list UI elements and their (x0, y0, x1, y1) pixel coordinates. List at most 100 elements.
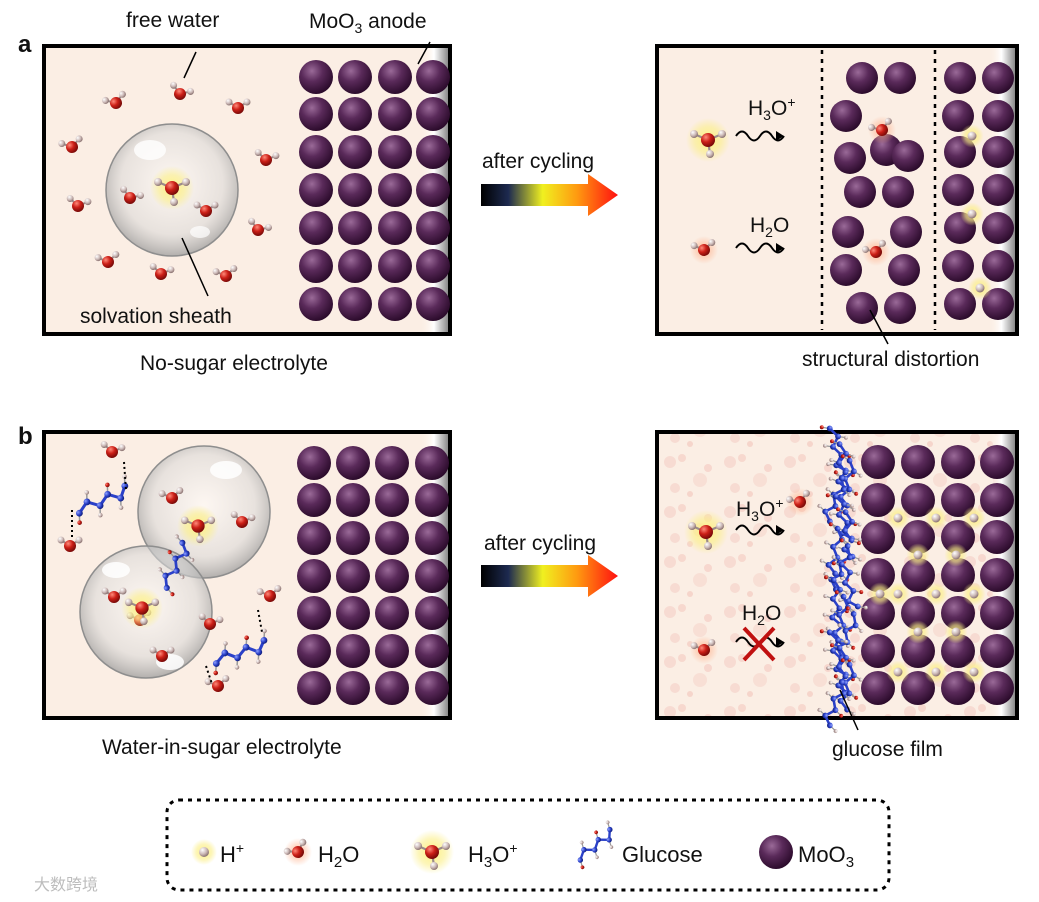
moo3-sphere (299, 211, 333, 245)
moo3-sphere (416, 173, 450, 207)
proton (967, 209, 977, 219)
moo3-sphere (980, 671, 1014, 705)
moo3-sphere (861, 634, 895, 668)
h3o-label-b: H3O+ (736, 495, 784, 524)
moo3-sphere (299, 249, 333, 283)
moo3-sphere (336, 559, 370, 593)
water-molecule (254, 149, 280, 166)
after-cycling-arrow-a (481, 174, 618, 216)
proton (967, 131, 977, 141)
proton (951, 550, 961, 560)
moo3-sphere (980, 634, 1014, 668)
moo3-sphere (297, 634, 331, 668)
moo3-sphere (336, 446, 370, 480)
panel-b-letter: b (18, 423, 33, 450)
watermark: 大数跨境 (34, 875, 98, 894)
panel-b-intercalants (684, 488, 986, 684)
moo3-sphere (338, 287, 372, 321)
moo3-sphere (901, 671, 935, 705)
moo3-sphere (375, 671, 409, 705)
after-cycling-label-b: after cycling (484, 532, 596, 555)
water-molecule (57, 536, 83, 552)
moo3-sphere (299, 173, 333, 207)
moo3-sphere (944, 288, 976, 320)
panel-a-left-box (42, 41, 452, 336)
moo3-sphere (941, 596, 975, 630)
moo3-sphere (861, 596, 895, 630)
moo3-sphere (901, 634, 935, 668)
hydronium-molecule (410, 830, 454, 874)
moo3-sphere (375, 483, 409, 517)
water-molecule (101, 587, 127, 603)
moo3-sphere (980, 483, 1014, 517)
hydronium-molecule (121, 587, 163, 629)
legend-h-plus: H+ (220, 840, 244, 867)
moo3-sphere (336, 521, 370, 555)
moo3-sphere (338, 60, 372, 94)
water-molecule (120, 185, 145, 204)
moo3-sphere (338, 249, 372, 283)
moo3-sphere (378, 135, 412, 169)
moo3-sphere (941, 445, 975, 479)
hydronium-molecule (150, 166, 194, 210)
panel-a-distorted-lattice (830, 62, 1014, 324)
water-molecule (690, 636, 718, 664)
panel-a-letter: a (18, 31, 32, 58)
proton (893, 667, 903, 677)
moo3-sphere (415, 483, 449, 517)
moo3-sphere (297, 446, 331, 480)
water-molecule (230, 511, 256, 528)
hydronium-molecule (684, 510, 728, 554)
glucose-molecule (212, 628, 268, 676)
moo3-sphere (375, 446, 409, 480)
proton (913, 627, 923, 637)
proton (969, 667, 979, 677)
water-molecule (58, 135, 83, 153)
moo3-sphere (890, 216, 922, 248)
glucose-film-caption: glucose film (832, 738, 943, 761)
moo3-sphere (884, 62, 916, 94)
moo3-sphere (844, 176, 876, 208)
moo3-sphere (759, 835, 793, 869)
moo3-sphere (942, 174, 974, 206)
moo3-sphere (416, 60, 450, 94)
panel-b-left-box (42, 430, 452, 720)
proton (969, 513, 979, 523)
proton (199, 847, 209, 857)
moo3-sphere (416, 135, 450, 169)
moo3-anode-label: MoO3 anode (309, 10, 427, 36)
moo3-sphere (888, 254, 920, 286)
moo3-sphere (297, 671, 331, 705)
moo3-sphere (338, 173, 372, 207)
proton (969, 589, 979, 599)
moo3-sphere (415, 559, 449, 593)
water-molecule (198, 613, 224, 630)
moo3-sphere (375, 521, 409, 555)
water-molecule (690, 236, 718, 264)
water-molecule (256, 585, 282, 602)
moo3-sphere (378, 249, 412, 283)
moo3-sphere (378, 60, 412, 94)
water-molecule (94, 251, 120, 268)
moo3-sphere (336, 671, 370, 705)
proton (951, 627, 961, 637)
water-molecule (170, 81, 195, 100)
water-molecule (248, 217, 273, 236)
hydronium-molecule (177, 505, 219, 547)
moo3-sphere (415, 634, 449, 668)
water-molecule (204, 675, 230, 692)
water-molecule (66, 195, 92, 212)
water-molecule (861, 238, 890, 266)
moo3-sphere (980, 596, 1014, 630)
moo3-sphere (861, 445, 895, 479)
moo3-sphere (297, 521, 331, 555)
solvation-sheath-label: solvation sheath (80, 305, 232, 328)
moo3-sphere (901, 445, 935, 479)
moo3-sphere (297, 483, 331, 517)
glucose-molecule (577, 820, 614, 870)
moo3-sphere (980, 445, 1014, 479)
water-molecule (158, 487, 184, 504)
moo3-sphere (901, 483, 935, 517)
moo3-sphere (861, 520, 895, 554)
